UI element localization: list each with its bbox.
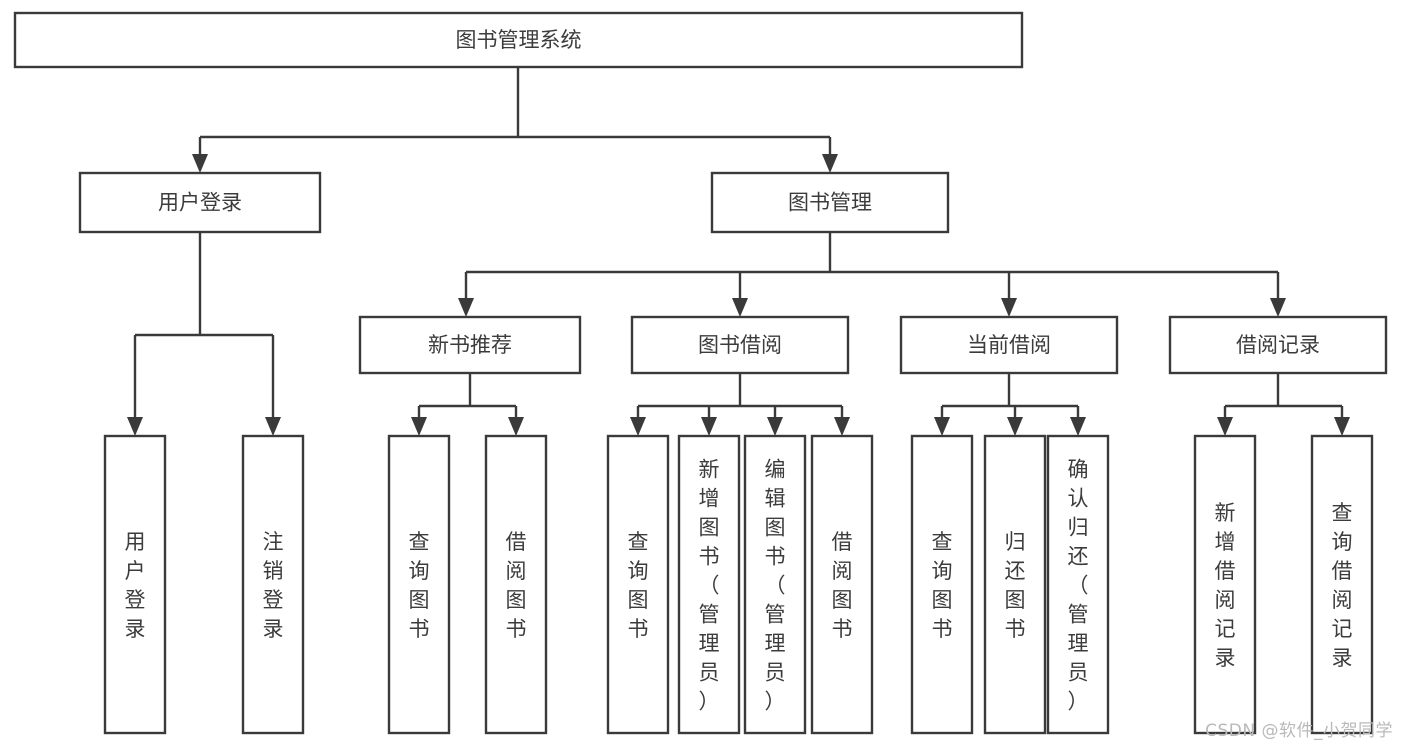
leaf-node-0[interactable]: 用户登录 [103, 434, 167, 735]
leaf-node-4[interactable]: 查询图书 [606, 434, 670, 735]
arrow-head-icon [822, 154, 838, 173]
leaf-node-5-label: 新增图书（管理员） [699, 458, 720, 714]
arrow-head-icon [1270, 298, 1286, 317]
arrow-head-icon [508, 417, 524, 436]
node-layer: 图书管理系统用户登录图书管理新书推荐图书借阅当前借阅借阅记录用户登录注销登录查询… [13, 11, 1388, 735]
leaf-node-6[interactable]: 编辑图书（管理员） [743, 434, 807, 735]
leaf-node-11-box [1193, 434, 1257, 735]
root-node[interactable]: 图书管理系统 [13, 11, 1024, 69]
arrow-head-icon [732, 298, 748, 317]
leaf-node-11-label: 新增借阅记录 [1215, 501, 1236, 670]
leaf-node-6-box [743, 434, 807, 735]
leaf-node-9-box [983, 434, 1047, 735]
leaf-node-8-box [910, 434, 974, 735]
level2-node-1-box [710, 171, 950, 234]
leaf-node-10[interactable]: 确认归还（管理员） [1046, 434, 1110, 735]
level3-node-1-label: 图书借阅 [698, 333, 782, 357]
arrow-head-icon [701, 417, 717, 436]
level2-node-0[interactable]: 用户登录 [78, 171, 322, 234]
leaf-node-2-box [387, 434, 451, 735]
leaf-node-0-box [103, 434, 167, 735]
leaf-node-10-label: 确认归还（管理员） [1068, 458, 1089, 714]
leaf-node-1[interactable]: 注销登录 [241, 434, 305, 735]
leaf-node-0-label: 用户登录 [125, 530, 146, 641]
leaf-node-7-box [810, 434, 874, 735]
leaf-node-9-label: 归还图书 [1005, 530, 1026, 641]
leaf-node-2-label: 查询图书 [409, 530, 430, 641]
leaf-node-12[interactable]: 查询借阅记录 [1310, 434, 1374, 735]
level3-node-2[interactable]: 当前借阅 [899, 315, 1119, 375]
arrow-head-icon [192, 154, 208, 173]
leaf-node-12-label: 查询借阅记录 [1332, 501, 1353, 670]
level3-node-0-label: 新书推荐 [428, 333, 512, 357]
arrow-head-icon [934, 417, 950, 436]
leaf-node-3-label: 借阅图书 [506, 530, 527, 641]
level3-node-2-label: 当前借阅 [967, 333, 1051, 357]
leaf-node-2[interactable]: 查询图书 [387, 434, 451, 735]
leaf-node-1-label: 注销登录 [263, 530, 284, 641]
level3-node-3-box [1168, 315, 1388, 375]
level3-node-0[interactable]: 新书推荐 [358, 315, 582, 375]
level2-node-1-label: 图书管理 [788, 191, 872, 215]
leaf-node-11[interactable]: 新增借阅记录 [1193, 434, 1257, 735]
leaf-node-8[interactable]: 查询图书 [910, 434, 974, 735]
leaf-node-4-box [606, 434, 670, 735]
level3-node-0-box [358, 315, 582, 375]
arrow-head-icon [1217, 417, 1233, 436]
level2-node-0-label: 用户登录 [158, 191, 242, 215]
leaf-node-3[interactable]: 借阅图书 [484, 434, 548, 735]
level3-node-2-box [899, 315, 1119, 375]
arrow-head-icon [834, 417, 850, 436]
connector-layer [127, 67, 1350, 436]
level3-node-3-label: 借阅记录 [1236, 333, 1320, 357]
arrow-head-icon [1007, 417, 1023, 436]
level3-node-1-box [630, 315, 850, 375]
level2-node-0-box [78, 171, 322, 234]
arrow-head-icon [1070, 417, 1086, 436]
root-node-label: 图书管理系统 [456, 28, 582, 52]
leaf-node-4-label: 查询图书 [628, 530, 649, 641]
arrow-head-icon [411, 417, 427, 436]
arrow-head-icon [127, 417, 143, 436]
leaf-node-1-box [241, 434, 305, 735]
leaf-node-12-box [1310, 434, 1374, 735]
arrow-head-icon [265, 417, 281, 436]
arrow-head-icon [630, 417, 646, 436]
arrow-head-icon [767, 417, 783, 436]
leaf-node-3-box [484, 434, 548, 735]
arrow-head-icon [458, 298, 474, 317]
arrow-head-icon [1334, 417, 1350, 436]
leaf-node-6-label: 编辑图书（管理员） [765, 458, 786, 714]
level3-node-1[interactable]: 图书借阅 [630, 315, 850, 375]
root-node-box [13, 11, 1024, 69]
leaf-node-7-label: 借阅图书 [832, 530, 853, 641]
leaf-node-9[interactable]: 归还图书 [983, 434, 1047, 735]
leaf-node-10-box [1046, 434, 1110, 735]
csdn-watermark: CSDN @软件_小贺同学 [1205, 721, 1393, 741]
leaf-node-8-label: 查询图书 [932, 530, 953, 641]
leaf-node-5-box [677, 434, 741, 735]
level2-node-1[interactable]: 图书管理 [710, 171, 950, 234]
leaf-node-5[interactable]: 新增图书（管理员） [677, 434, 741, 735]
arrow-head-icon [1001, 298, 1017, 317]
leaf-node-7[interactable]: 借阅图书 [810, 434, 874, 735]
level3-node-3[interactable]: 借阅记录 [1168, 315, 1388, 375]
